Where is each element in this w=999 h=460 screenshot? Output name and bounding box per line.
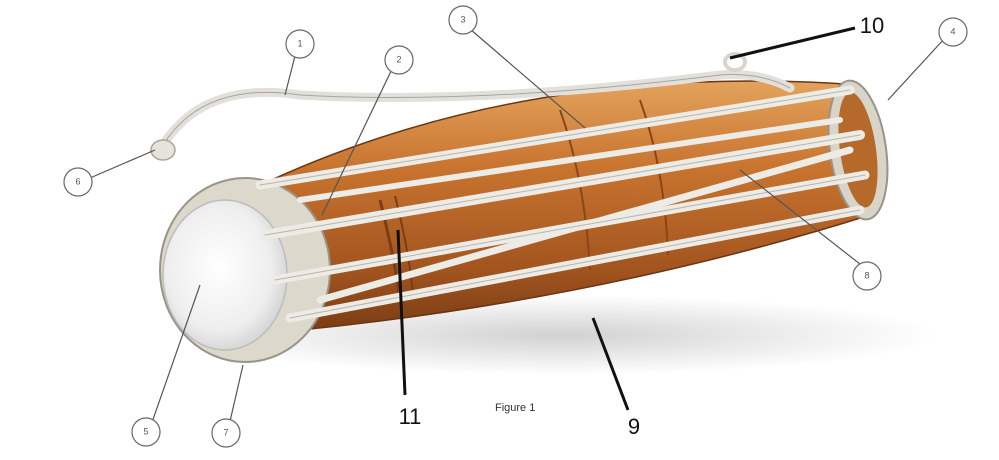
callout-5-label: 5 <box>143 426 148 436</box>
callout-5: 5 <box>132 418 160 446</box>
callout-6: 6 <box>64 168 92 196</box>
callout-2-label: 2 <box>396 54 401 64</box>
callout-2: 2 <box>385 46 413 74</box>
callout-3: 3 <box>449 6 477 34</box>
drum-head <box>163 200 287 350</box>
label-11: 11 <box>399 404 422 429</box>
callout-8: 8 <box>853 262 881 290</box>
label-10: 10 <box>860 13 884 38</box>
callout-4: 4 <box>939 18 967 46</box>
callout-8-label: 8 <box>864 270 869 280</box>
callout-4-label: 4 <box>950 26 955 36</box>
figure-caption: Figure 1 <box>495 402 535 414</box>
label-9: 9 <box>628 414 640 439</box>
callout-7: 7 <box>212 419 240 447</box>
callout-3-label: 3 <box>460 14 465 24</box>
callout-7-label: 7 <box>223 427 228 437</box>
callout-6-label: 6 <box>75 176 80 186</box>
callout-1: 1 <box>286 30 314 58</box>
callout-1-label: 1 <box>297 38 302 48</box>
